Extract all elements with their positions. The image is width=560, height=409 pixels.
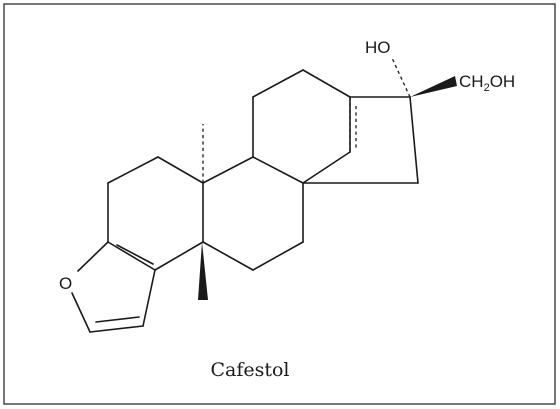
- wedge-methyl-bond: [198, 242, 208, 300]
- ring-d: [302, 96, 419, 184]
- figure-caption: Cafestol: [210, 359, 289, 381]
- hashed-hydroxyl-bond: [391, 57, 411, 98]
- ring-a: [107, 156, 204, 271]
- hydroxymethyl-suffix: OH: [490, 72, 516, 91]
- hydroxymethyl-label: CH2OH: [459, 72, 515, 94]
- hydroxymethyl-subscript: 2: [484, 82, 490, 94]
- wedge-hydroxymethyl-bond: [410, 76, 457, 97]
- ring-b: [202, 156, 304, 271]
- figure-frame: [3, 3, 556, 405]
- hydroxymethyl-prefix: CH: [459, 72, 484, 91]
- ring-c: [252, 69, 351, 184]
- furan-oxygen-label: O: [59, 274, 72, 293]
- furan-ring: [71, 241, 156, 333]
- hydroxyl-label: HO: [365, 38, 391, 57]
